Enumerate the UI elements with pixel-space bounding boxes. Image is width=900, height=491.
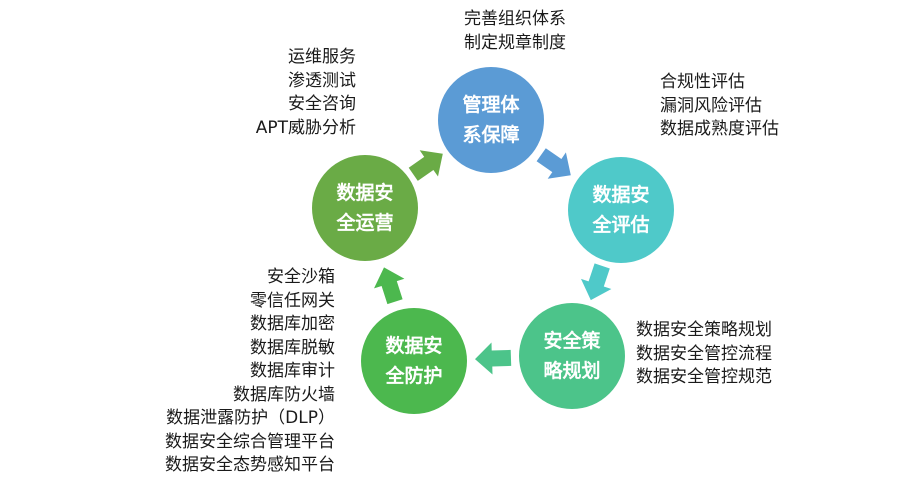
arrow-ops-to-mgmt [408, 150, 443, 181]
protect-item: 零信任网关 [250, 290, 335, 311]
arrow-strategy-to-protect [475, 342, 512, 375]
ops-item: 安全咨询 [288, 94, 356, 114]
mgmt-item: 完善组织体系 [464, 9, 566, 29]
node-label: 数据安 [385, 335, 443, 357]
node-label: 略规划 [543, 360, 601, 382]
node-label: 数据安 [592, 184, 650, 206]
ops-items: 运维服务 渗透测试 安全咨询 APT威胁分析 [256, 46, 356, 140]
mgmt-items: 完善组织体系 制定规章制度 [420, 8, 610, 55]
assess-item: 数据成熟度评估 [660, 119, 779, 139]
node-assess: 数据安 全评估 [568, 157, 674, 263]
node-label: 管理体 [462, 94, 520, 116]
node-label: 全评估 [592, 214, 650, 236]
strategy-item: 数据安全管控流程 [636, 343, 772, 364]
arrow-mgmt-to-assess [536, 148, 571, 179]
strategy-item: 数据安全策略规划 [636, 320, 772, 340]
ops-item: 渗透测试 [288, 70, 356, 91]
arrow-protect-to-ops [374, 267, 405, 305]
arrow-assess-to-strategy [581, 263, 612, 301]
node-label: 安全策 [543, 330, 601, 352]
protect-item: 数据泄露防护（DLP） [166, 408, 335, 428]
protect-item: 数据安全综合管理平台 [165, 431, 335, 452]
protect-items: 安全沙箱 零信任网关 数据库加密 数据库脱敏 数据库审计 数据库防火墙 数据泄露… [165, 266, 335, 478]
node-label: 系保障 [462, 124, 520, 146]
node-label: 全防护 [385, 365, 443, 387]
assess-item: 漏洞风险评估 [660, 95, 762, 116]
assess-items: 合规性评估 漏洞风险评估 数据成熟度评估 [660, 71, 779, 142]
protect-item: 数据安全态势感知平台 [165, 455, 335, 475]
protect-item: 数据库审计 [250, 361, 335, 381]
ops-item: 运维服务 [288, 47, 356, 67]
strategy-items: 数据安全策略规划 数据安全管控流程 数据安全管控规范 [636, 319, 772, 390]
protect-item: 数据库防火墙 [233, 384, 335, 405]
node-label: 数据安 [336, 182, 394, 204]
protect-item: 数据库脱敏 [250, 337, 335, 358]
node-label: 全运营 [336, 212, 394, 234]
node-strategy: 安全策 略规划 [519, 303, 625, 409]
ops-item: APT威胁分析 [255, 117, 356, 138]
mgmt-item: 制定规章制度 [464, 32, 566, 53]
protect-item: 安全沙箱 [267, 267, 335, 287]
node-ops: 数据安 全运营 [312, 155, 418, 261]
protect-item: 数据库加密 [250, 314, 335, 334]
assess-item: 合规性评估 [660, 72, 745, 92]
strategy-item: 数据安全管控规范 [636, 367, 772, 387]
node-mgmt: 管理体 系保障 [438, 67, 544, 173]
node-protect: 数据安 全防护 [361, 308, 467, 414]
